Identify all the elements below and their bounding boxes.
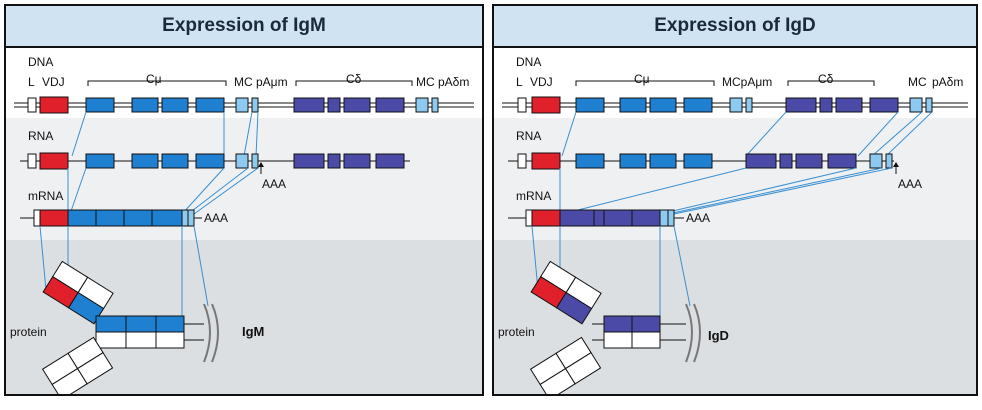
dna-label: DNA <box>28 55 53 69</box>
cdelta-label: Cδ <box>818 72 834 86</box>
aaa-mrna-label: AAA <box>204 211 228 225</box>
rna-label: RNA <box>28 129 53 143</box>
pa-delta-m-label: pAδm <box>438 75 469 89</box>
igd-product-label: IgD <box>708 328 729 343</box>
mrna-strand <box>508 209 684 227</box>
aaa-mrna-label: AAA <box>686 211 710 225</box>
mrna-label: mRNA <box>516 189 551 203</box>
mrna-label: mRNA <box>28 189 63 203</box>
mc-pa-label: MCpAμm <box>722 75 772 89</box>
igm-protein <box>41 260 219 394</box>
cdelta-label: Cδ <box>346 72 362 86</box>
l-label: L <box>516 75 523 89</box>
mc-label: MC <box>908 75 927 89</box>
vdj-label: VDJ <box>530 75 553 89</box>
dna-label: DNA <box>516 55 541 69</box>
igm-panel: Expression of IgM DNA L VDJ Cμ MC pAμm C… <box>4 4 484 396</box>
igm-diagram: DNA L VDJ Cμ MC pAμm Cδ MC pAδm <box>10 55 474 394</box>
dna-strand <box>14 96 474 114</box>
pa-delta-m-label: pAδm <box>932 75 963 89</box>
cmu-label: Cμ <box>634 72 650 86</box>
rna-label: RNA <box>516 129 541 143</box>
mc2-label: MC <box>416 75 435 89</box>
cmu-label: Cμ <box>146 72 162 86</box>
l-label: L <box>28 75 35 89</box>
aaa-rna-label: AAA <box>262 177 286 191</box>
pa-mu-m-label: pAμm <box>256 75 288 89</box>
rna-strand <box>508 152 899 174</box>
rna-strand <box>20 152 410 174</box>
igd-protein <box>529 260 701 394</box>
protein-label: protein <box>10 325 47 339</box>
aaa-rna-label: AAA <box>898 177 922 191</box>
igd-panel: Expression of IgD DNA L VDJ Cμ MCpAμm Cδ… <box>492 4 978 396</box>
mc-label: MC <box>234 75 253 89</box>
igm-panel-title: Expression of IgM <box>6 6 482 48</box>
mrna-strand <box>20 209 202 227</box>
igm-product-label: IgM <box>242 324 264 339</box>
vdj-label: VDJ <box>42 75 65 89</box>
dna-strand <box>502 96 968 114</box>
igd-diagram: DNA L VDJ Cμ MCpAμm Cδ MC pAδm <box>498 55 968 394</box>
igd-panel-title: Expression of IgD <box>494 6 976 48</box>
protein-label: protein <box>498 325 535 339</box>
